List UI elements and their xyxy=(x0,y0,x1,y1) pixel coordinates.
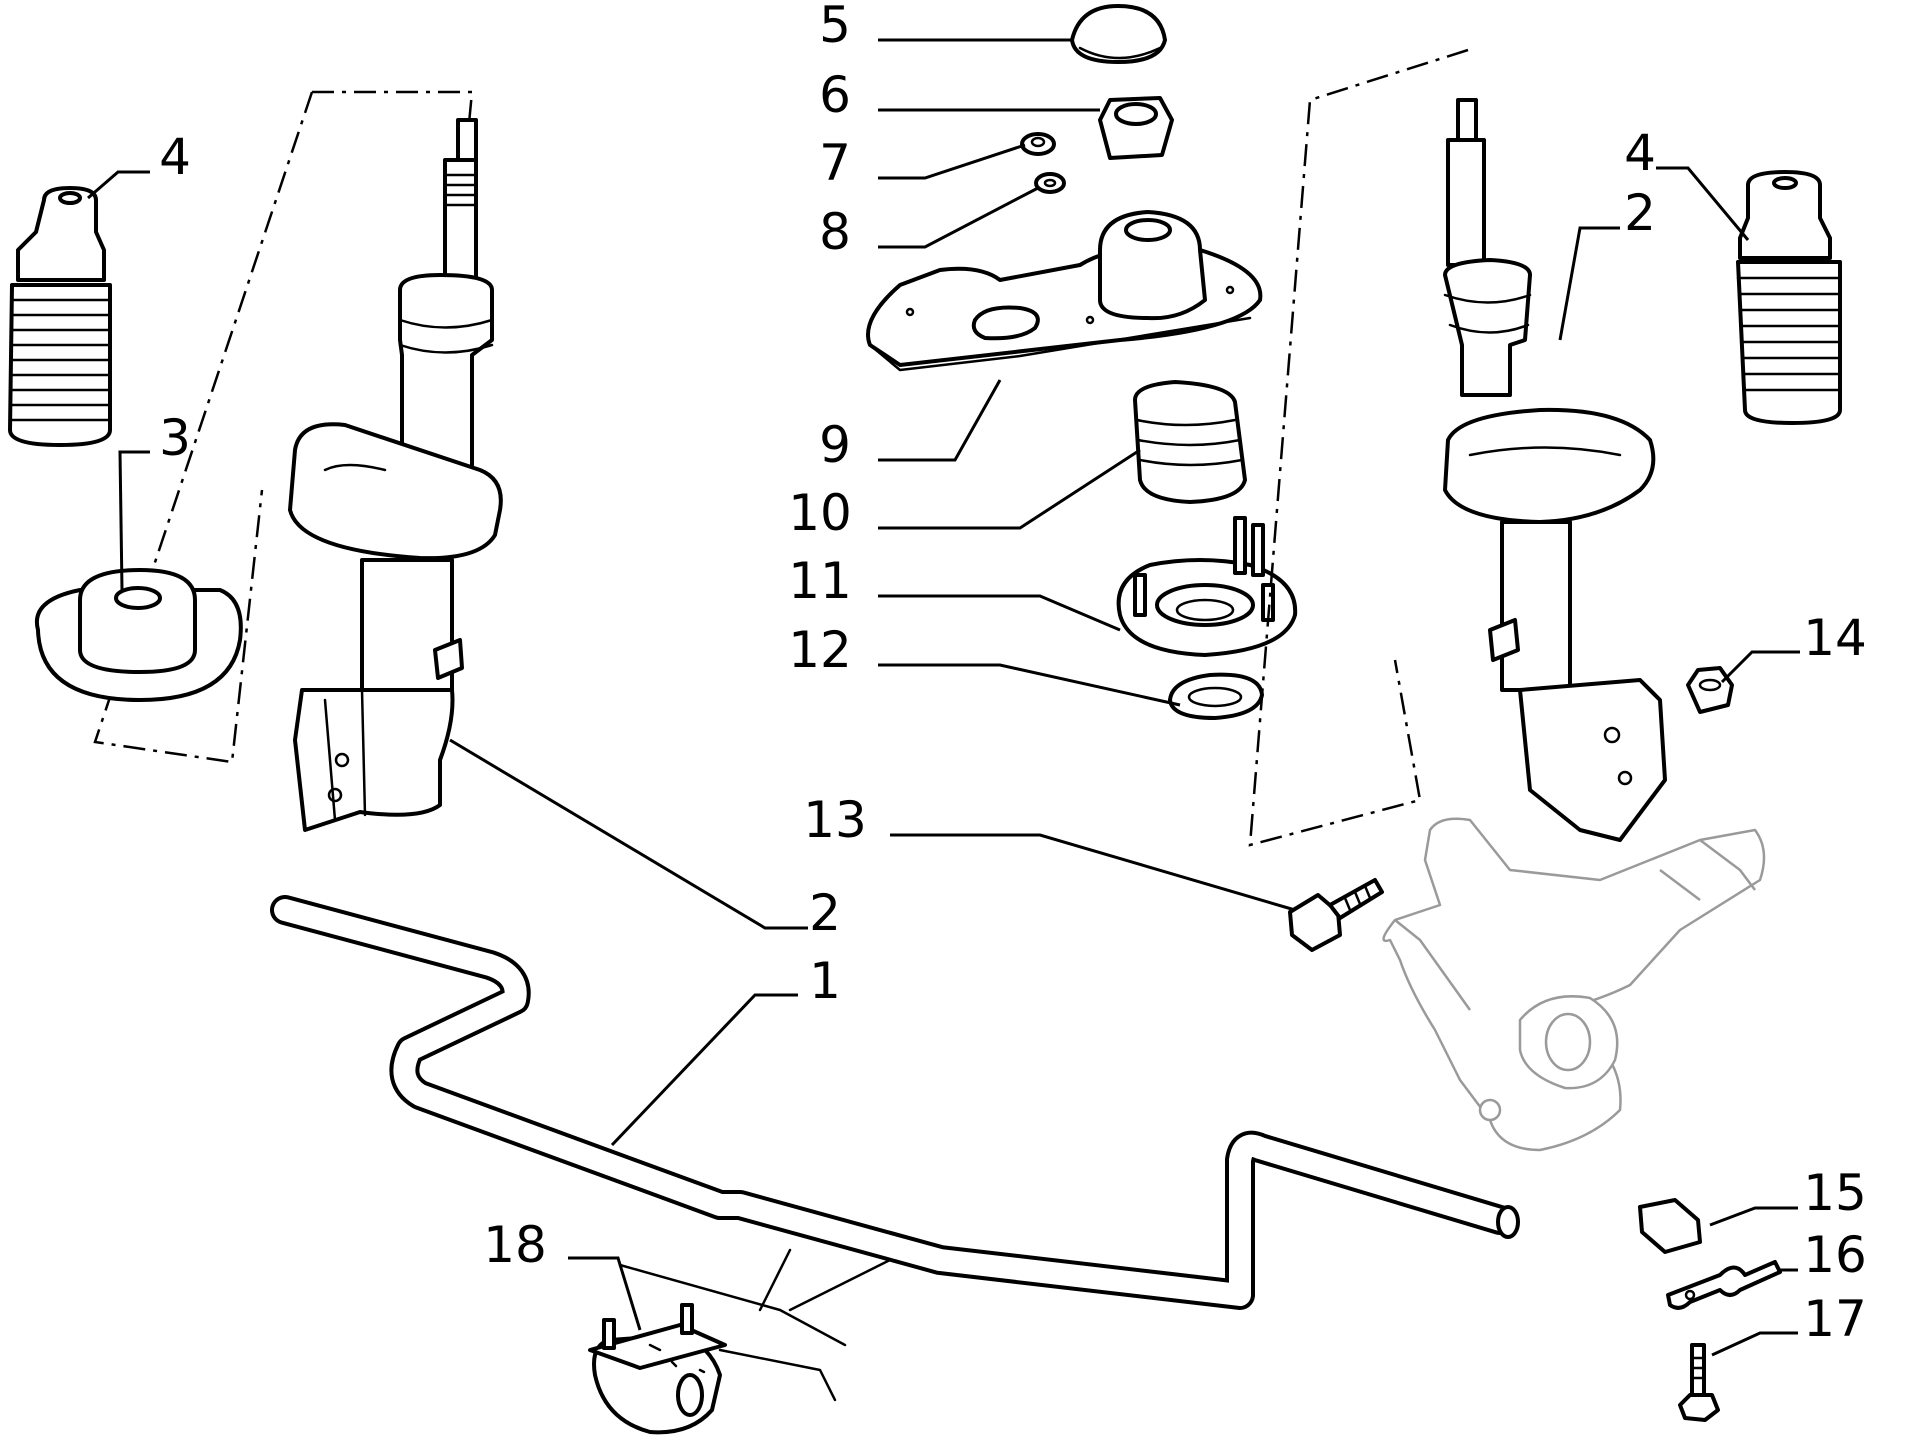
screw-small xyxy=(1678,1343,1720,1422)
callout-3: 3 xyxy=(159,409,191,467)
bump-stop xyxy=(1133,380,1247,504)
callout-13: 13 xyxy=(803,791,867,849)
callout-2-left: 2 xyxy=(809,884,841,942)
bar-bushing-bracket xyxy=(588,1303,727,1435)
stabilizer-bar xyxy=(270,895,1520,1310)
shock-absorber-left xyxy=(288,118,503,832)
steering-knuckle-reference xyxy=(1382,817,1766,1152)
callout-16: 16 xyxy=(1803,1226,1867,1284)
callout-2-right: 2 xyxy=(1624,184,1656,242)
bolt-long xyxy=(1288,878,1384,952)
callout-labels: 5 6 7 8 4 3 9 10 11 12 13 2 1 18 4 2 14 … xyxy=(159,0,1867,1348)
upper-mount-plate xyxy=(866,210,1263,372)
callout-11: 11 xyxy=(788,552,852,610)
callout-18: 18 xyxy=(483,1216,547,1274)
strut-nut xyxy=(1098,96,1174,160)
bar-clamp xyxy=(1666,1260,1782,1310)
callout-4-right: 4 xyxy=(1624,124,1656,182)
callout-6: 6 xyxy=(819,66,851,124)
callout-9: 9 xyxy=(819,416,851,474)
callout-14: 14 xyxy=(1803,609,1867,667)
clip-bushing xyxy=(1638,1198,1702,1254)
spring-seat-studded xyxy=(1116,516,1298,657)
callout-8: 8 xyxy=(819,203,851,261)
callout-1: 1 xyxy=(809,952,841,1010)
dust-boot-right xyxy=(1736,170,1842,425)
callout-10: 10 xyxy=(788,484,852,542)
leader-lines xyxy=(87,38,1800,1402)
callout-4-left: 4 xyxy=(159,128,191,186)
dust-boot-left xyxy=(8,186,112,447)
dust-cap xyxy=(1070,4,1167,64)
assembly-bracket-right xyxy=(1248,48,1469,847)
callout-12: 12 xyxy=(788,621,852,679)
isolator-ring xyxy=(1168,672,1264,720)
lock-ring xyxy=(1034,172,1066,194)
shock-absorber-right xyxy=(1443,98,1667,842)
strut-mount-left xyxy=(34,568,243,702)
assembly-bracket-left xyxy=(93,90,474,764)
flange-nut xyxy=(1686,666,1734,714)
callout-17: 17 xyxy=(1803,1290,1867,1348)
callout-7: 7 xyxy=(819,134,851,192)
callout-5: 5 xyxy=(819,0,851,54)
callout-15: 15 xyxy=(1803,1164,1867,1222)
washer-small xyxy=(1020,132,1056,156)
